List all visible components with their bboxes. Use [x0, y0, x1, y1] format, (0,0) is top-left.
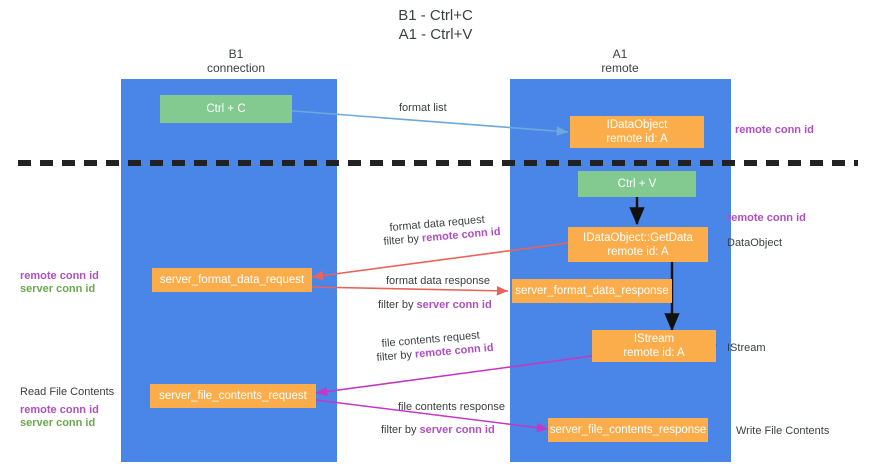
filter-key-server-conn-id: server conn id [416, 299, 492, 311]
arrow-file-contents-request [315, 355, 593, 397]
node-istream[interactable]: IStream remote id: A [592, 330, 716, 362]
page-title-line2: A1 - Ctrl+V [398, 26, 473, 43]
right-annotation-istream: IStream [727, 342, 766, 354]
filter-prefix: filter by [376, 348, 416, 364]
filter-prefix: filter by [378, 299, 417, 311]
node-istream-line1: IStream [633, 333, 675, 345]
node-idataobject-top[interactable]: IDataObject remote id: A [570, 116, 704, 148]
arrow-format-data-response [311, 285, 509, 296]
edge-label-format-data-response: format data response [386, 275, 490, 287]
node-idataobject-getdata[interactable]: IDataObject::GetData remote id: A [568, 227, 708, 262]
arrow-format-data-request [311, 242, 569, 281]
column-header-a1-name: A1 [612, 47, 628, 61]
page-title-line1: B1 - Ctrl+C [398, 7, 473, 24]
node-ctrl-v-label: Ctrl + V [617, 178, 657, 190]
node-idataobject-top-line1: IDataObject [606, 119, 668, 131]
filter-prefix: filter by [383, 232, 423, 248]
node-server-format-data-response[interactable]: server_format_data_response [512, 279, 672, 303]
left-annotation-server-conn-id-1: server conn id [20, 283, 96, 295]
node-server-file-contents-request[interactable]: server_file_contents_request [150, 384, 316, 408]
node-server-format-data-request-label: server_format_data_request [159, 274, 305, 286]
node-getdata-line2: remote id: A [607, 245, 669, 258]
edge-label-file-contents-response: file contents response [398, 401, 506, 413]
arrow-format-list [280, 109, 569, 136]
node-idataobject-top-line2: remote id: A [606, 133, 668, 145]
edge-label-format-data-response-filter: filter by server conn id [378, 298, 492, 312]
right-annotation-remote-conn-id-top: remote conn id [735, 124, 814, 136]
node-istream-line2: remote id: A [623, 347, 685, 359]
node-ctrl-c[interactable]: Ctrl + C [160, 95, 292, 123]
left-annotation-remote-conn-id-2: remote conn id [20, 404, 99, 416]
filter-prefix: filter by [381, 424, 420, 436]
right-annotation-data-object: DataObject [727, 237, 783, 249]
edge-label-file-contents-response-filter: filter by server conn id [381, 423, 495, 437]
column-header-b1-name: B1 [228, 47, 244, 61]
edge-label-format-list: format list [399, 102, 447, 114]
left-annotation-remote-conn-id-1: remote conn id [20, 270, 99, 282]
node-ctrl-v[interactable]: Ctrl + V [578, 171, 696, 197]
right-annotation-write-file-contents: Write File Contents [736, 425, 830, 437]
left-annotation-read-file-contents: Read File Contents [20, 386, 115, 398]
node-server-format-data-request[interactable]: server_format_data_request [152, 268, 312, 292]
node-server-file-contents-request-label: server_file_contents_request [159, 390, 307, 402]
node-server-file-contents-response[interactable]: server_file_contents_response [548, 418, 708, 442]
left-annotation-server-conn-id-2: server conn id [20, 417, 96, 429]
column-header-b1-sub: connection [206, 61, 266, 75]
node-server-format-data-response-label: server_format_data_response [515, 285, 669, 297]
node-ctrl-c-label: Ctrl + C [206, 103, 246, 115]
right-annotation-remote-conn-id-mid: remote conn id [727, 212, 806, 224]
node-getdata-line1: IDataObject::GetData [583, 231, 693, 244]
arrow-file-contents-response [315, 399, 549, 433]
column-header-a1-sub: remote [601, 61, 639, 75]
node-server-file-contents-response-label: server_file_contents_response [549, 424, 707, 436]
filter-key-server-conn-id: server conn id [419, 424, 495, 436]
